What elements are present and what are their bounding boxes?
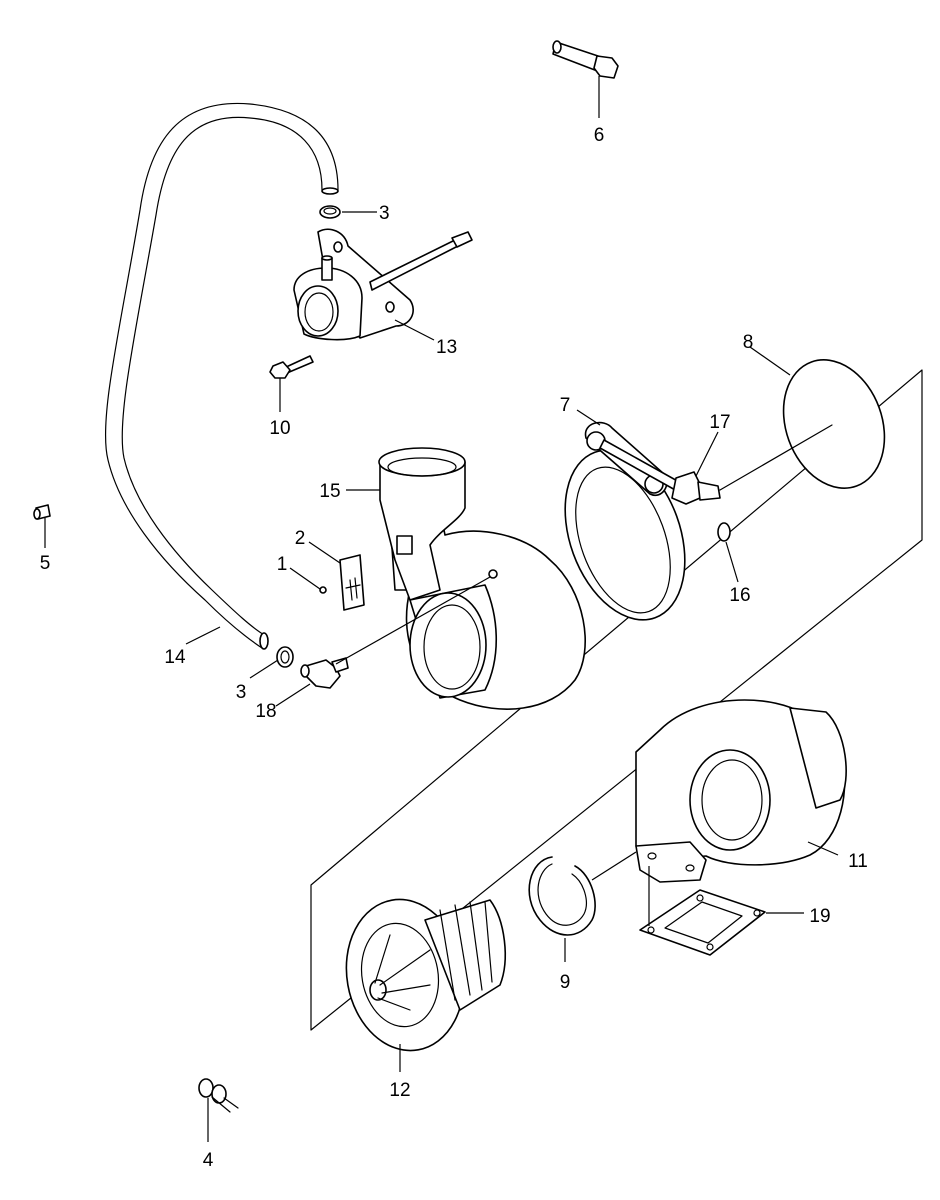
spring-clip bbox=[198, 1078, 239, 1113]
callout-7: 7 bbox=[560, 395, 571, 416]
callout-labels: 6 3 13 10 5 8 7 17 16 15 2 1 14 3 18 11 … bbox=[40, 125, 868, 1171]
bolt-part bbox=[552, 40, 619, 79]
data-plate bbox=[339, 554, 365, 611]
callout-2: 2 bbox=[295, 528, 306, 549]
callout-3a: 3 bbox=[379, 203, 390, 224]
callout-3b: 3 bbox=[236, 682, 247, 703]
oil-drain-flange bbox=[293, 228, 473, 341]
callout-5: 5 bbox=[40, 553, 51, 574]
callout-16: 16 bbox=[729, 585, 750, 606]
callout-13: 13 bbox=[436, 337, 457, 358]
snap-ring bbox=[528, 856, 596, 936]
callout-6: 6 bbox=[594, 125, 605, 146]
callout-15: 15 bbox=[319, 481, 340, 502]
callout-8: 8 bbox=[743, 332, 754, 353]
callout-1: 1 bbox=[277, 554, 288, 575]
callout-12: 12 bbox=[389, 1080, 410, 1101]
callout-4: 4 bbox=[203, 1150, 214, 1171]
plate-screw bbox=[319, 586, 327, 594]
oil-drain-hose bbox=[104, 102, 339, 650]
callout-11: 11 bbox=[848, 851, 868, 872]
lock-nut bbox=[717, 522, 731, 542]
compressor-housing bbox=[635, 699, 847, 883]
o-ring bbox=[719, 359, 886, 491]
elbow-fitting bbox=[300, 657, 349, 689]
callout-9: 9 bbox=[560, 972, 571, 993]
callout-19: 19 bbox=[809, 906, 830, 927]
flange-gasket bbox=[639, 889, 766, 956]
callout-10: 10 bbox=[269, 418, 290, 439]
assembly-plane bbox=[310, 369, 923, 1031]
callout-18: 18 bbox=[255, 701, 276, 722]
t-bolt bbox=[599, 439, 721, 505]
callout-14: 14 bbox=[164, 647, 186, 668]
hose-clamp-lower bbox=[276, 646, 294, 668]
turbine-housing bbox=[378, 447, 586, 710]
flange-bolt bbox=[269, 355, 314, 379]
compressor-wheel bbox=[345, 898, 506, 1052]
hose-clamp-upper bbox=[319, 205, 341, 219]
leader-lines bbox=[44, 76, 839, 1142]
small-pin bbox=[33, 504, 51, 520]
callout-17: 17 bbox=[709, 412, 730, 433]
